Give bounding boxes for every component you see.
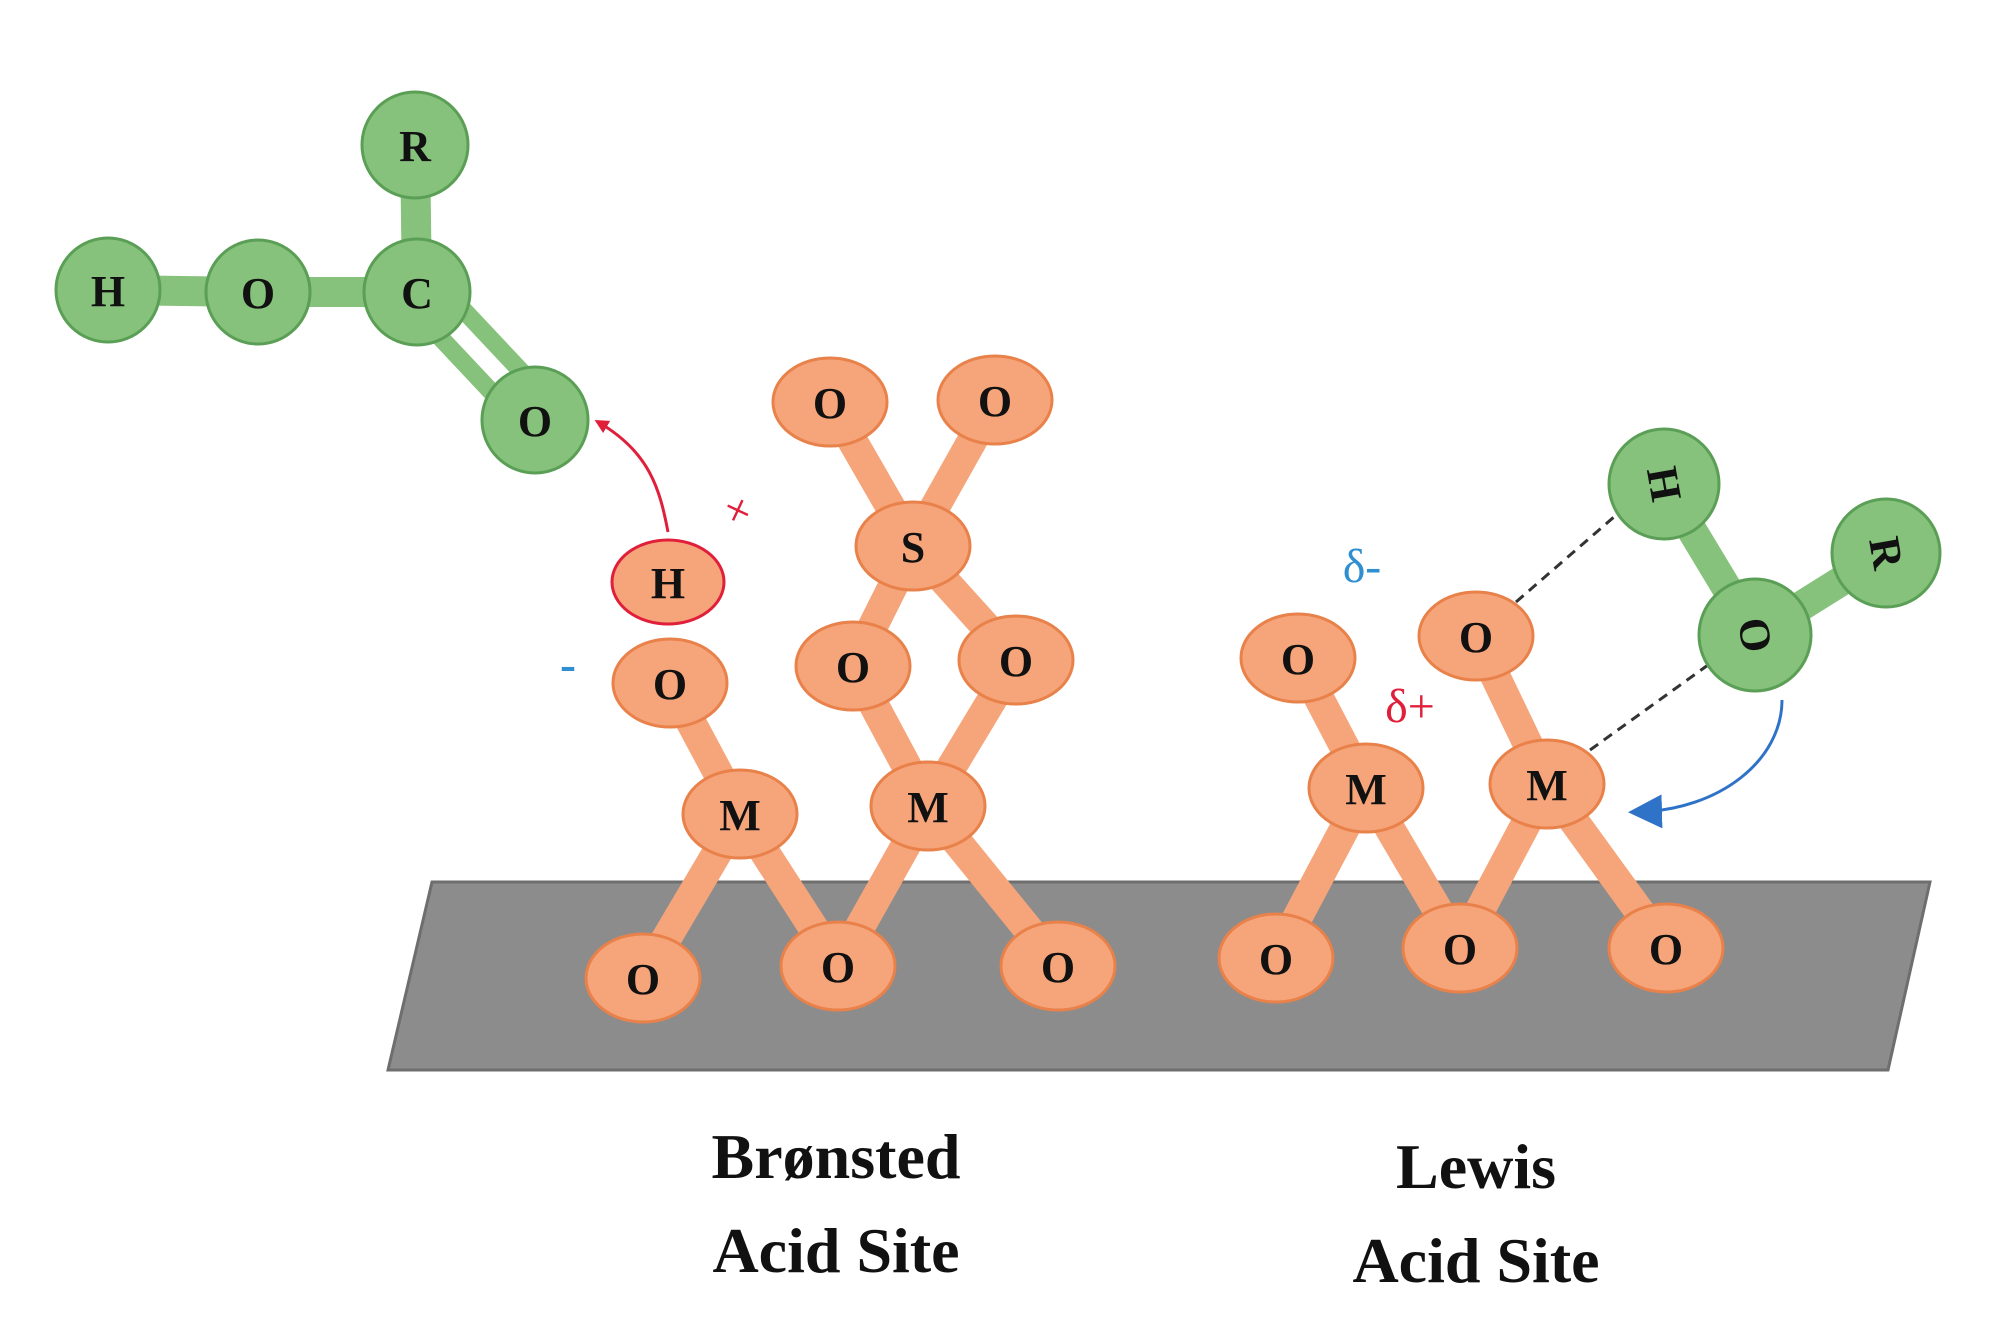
delta-plus-charge: δ+ xyxy=(1385,680,1435,733)
svg-text:O: O xyxy=(1259,935,1293,984)
svg-text:O: O xyxy=(1041,943,1075,992)
oxide-oxygen-atom: O xyxy=(1417,590,1535,682)
r-group-atom: R xyxy=(360,90,470,200)
acid-bonds xyxy=(93,130,559,427)
oxide-oxygen-atom: O xyxy=(1401,902,1519,994)
svg-text:R: R xyxy=(399,122,432,171)
oxygen-atom: O xyxy=(1697,577,1813,693)
metal-atom: M xyxy=(1307,742,1425,834)
r-group-atom: R xyxy=(1830,497,1942,609)
svg-text:O: O xyxy=(653,660,687,709)
oxide-oxygen-atom: O xyxy=(779,920,897,1012)
oxide-oxygen-atom: O xyxy=(1607,902,1725,994)
oxide-oxygen-atom: O xyxy=(584,932,702,1024)
lewis-metal-atom: M xyxy=(1488,738,1606,830)
svg-text:O: O xyxy=(518,397,552,446)
alcohol-molecule: H O R xyxy=(1607,427,1942,693)
metal-atom: M xyxy=(869,760,987,852)
svg-text:S: S xyxy=(901,523,925,572)
svg-text:H: H xyxy=(651,559,685,608)
oxide-oxygen-atom: O xyxy=(1239,612,1357,704)
sulfur-atom: S xyxy=(854,500,972,592)
oxide-oxygen-atom: O xyxy=(1217,912,1335,1004)
lewis-caption-line2: Acid Site xyxy=(1352,1225,1599,1296)
svg-text:O: O xyxy=(836,643,870,692)
svg-text:H: H xyxy=(91,267,125,316)
sulfate-oxygen-atom: O xyxy=(936,354,1054,446)
svg-text:O: O xyxy=(978,377,1012,426)
oxygen-negative-charge: - xyxy=(560,638,576,691)
lewis-atoms: O O O M M O O xyxy=(1217,590,1725,1004)
bronsted-atoms: O O O M M O O O S O O H xyxy=(584,354,1117,1024)
svg-text:O: O xyxy=(821,943,855,992)
sulfate-oxygen-atom: O xyxy=(794,620,912,712)
svg-text:O: O xyxy=(999,637,1033,686)
oxygen-atom: O xyxy=(204,238,312,346)
lone-pair-donation-arrow xyxy=(1628,699,1784,829)
svg-text:M: M xyxy=(1526,761,1568,810)
acidic-proton-atom: H xyxy=(610,538,726,626)
oxide-oxygen-atom: O xyxy=(999,920,1117,1012)
svg-text:O: O xyxy=(241,269,275,318)
metal-atom: M xyxy=(681,768,799,860)
hydroxyl-oxygen-atom: O xyxy=(611,637,729,729)
proton-transfer-arrow xyxy=(594,419,670,533)
svg-text:O: O xyxy=(1281,635,1315,684)
hydrogen-atom: H xyxy=(1607,427,1721,541)
carbon-atom: C xyxy=(362,237,472,347)
delta-minus-charge: δ- xyxy=(1343,540,1382,593)
svg-text:M: M xyxy=(907,783,949,832)
hydrogen-atom: H xyxy=(54,236,162,344)
svg-text:C: C xyxy=(401,269,433,318)
svg-text:O: O xyxy=(1459,613,1493,662)
svg-text:M: M xyxy=(719,791,761,840)
lewis-coordination-dashed-line xyxy=(1589,663,1709,752)
bronsted-caption-line1: Brønsted xyxy=(712,1121,961,1192)
h-bond-dashed-line xyxy=(1515,508,1623,604)
carbonyl-oxygen-atom: O xyxy=(480,365,590,475)
lewis-caption-line1: Lewis xyxy=(1396,1131,1556,1202)
sulfate-oxygen-atom: O xyxy=(771,356,889,448)
sulfate-oxygen-atom: O xyxy=(957,614,1075,706)
svg-text:O: O xyxy=(626,955,660,1004)
bronsted-caption-line2: Acid Site xyxy=(712,1215,959,1286)
svg-text:O: O xyxy=(813,379,847,428)
svg-text:M: M xyxy=(1345,765,1387,814)
carboxylic-acid-molecule: R H O C O xyxy=(54,90,590,475)
svg-text:H: H xyxy=(1637,463,1691,505)
svg-text:O: O xyxy=(1728,614,1782,656)
svg-text:O: O xyxy=(1649,925,1683,974)
proton-positive-charge: + xyxy=(714,481,761,540)
svg-text:O: O xyxy=(1443,925,1477,974)
